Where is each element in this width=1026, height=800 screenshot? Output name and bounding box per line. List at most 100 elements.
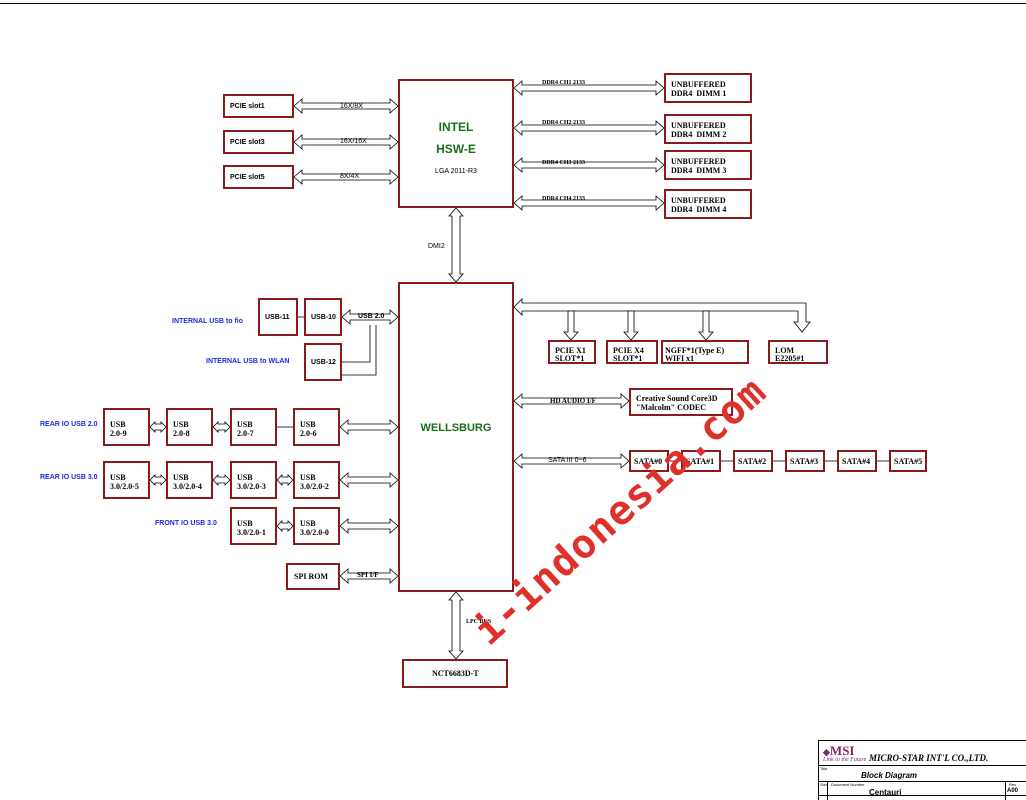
usb20-87-arrow (212, 421, 231, 433)
ddr-ch3-arrow (513, 157, 665, 173)
doc-value: Centauri (869, 788, 902, 797)
usb30-front-pch-arrow (339, 518, 399, 534)
nct-label: NCT6683D-T (432, 669, 479, 678)
usb30-pch-arrow (339, 472, 399, 488)
dimm1-line1: UNBUFFERED (671, 80, 726, 89)
usb20-9-l2: 2.0-9 (110, 429, 127, 438)
rev-label: Rev (1009, 782, 1017, 787)
cpu-box: INTEL HSW-E LGA 2011-R3 (398, 79, 514, 208)
pcie-slot3-label: PCIE slot3 (230, 138, 265, 146)
pcie-x1-line1: PCIE X1 (555, 346, 586, 355)
dimm4-line1: UNBUFFERED (671, 196, 726, 205)
rear-usb20-label: REAR IO USB 2.0 (40, 421, 98, 428)
lom-line1: LOM (775, 346, 795, 355)
usb20-9-l1: USB (110, 420, 126, 429)
lpc-bus-label: LPC BUS (466, 619, 492, 625)
dimm4-line2: DDR4 DIMM 4 (671, 205, 727, 214)
dimm3-box: UNBUFFERED DDR4 DIMM 3 (664, 150, 752, 180)
dimm2-line2: DDR4 DIMM 2 (671, 130, 727, 139)
dimm4-box: UNBUFFERED DDR4 DIMM 4 (664, 189, 752, 219)
sata3-label: SATA#3 (790, 456, 819, 466)
spi-rom-label: SPI ROM (294, 572, 328, 581)
sata-bus-label: SATA III 0~6 (548, 457, 587, 464)
cpu-name: INTEL (438, 120, 474, 134)
pcie-slot5-label: PCIE slot5 (230, 173, 265, 181)
usb20-8-l1: USB (173, 420, 189, 429)
usb30-3-l1: USB (237, 473, 253, 482)
sata1-label: SATA#1 (686, 456, 715, 466)
title-row: Title Block Diagram (819, 765, 1026, 780)
pcie-slot1-label: PCIE slot1 (230, 102, 265, 110)
pcie-x4-line2: SLOT*1 (613, 354, 643, 363)
usb12-label: USB-12 (311, 358, 336, 366)
ngff-drop (698, 310, 714, 341)
rev-value: A00 (1007, 788, 1019, 794)
dimm1-box: UNBUFFERED DDR4 DIMM 1 (664, 73, 752, 103)
msi-tagline: Link to the Future (823, 757, 867, 763)
usb30-4-l1: USB (173, 473, 189, 482)
sata0-box: SATA#0 (629, 450, 669, 472)
sata4-box: SATA#4 (837, 450, 877, 472)
ddr-ch1-label: DDR4 CH1 2133 (542, 80, 585, 86)
cpu-socket: LGA 2011-R3 (435, 168, 477, 175)
pcie-x1-line2: SLOT*1 (555, 354, 585, 363)
usb30-43-arrow (212, 474, 231, 486)
title-label: Title (820, 766, 828, 771)
usb11-label: USB-11 (265, 313, 290, 321)
pcie-x4-line1: PCIE X4 (613, 346, 644, 355)
ngff-line1: NGFF*1(Type E) (665, 346, 725, 355)
ddr-ch2-arrow (513, 120, 665, 136)
usb20-6-l1: USB (300, 420, 316, 429)
dimm2-box: UNBUFFERED DDR4 DIMM 2 (664, 114, 752, 144)
doc-row: Size Document Number Centauri Rev A00 (819, 781, 1026, 797)
pcie-x4-box: PCIE X4 SLOT*1 (606, 340, 658, 364)
doc-label: Document Number (831, 782, 865, 787)
usb20-8-l2: 2.0-8 (173, 429, 190, 438)
pcie-x1-box: PCIE X1 SLOT*1 (548, 340, 596, 364)
usb30-4-l2: 3.0/2.0-4 (173, 482, 202, 491)
dimm1-line2: DDR4 DIMM 1 (671, 89, 727, 98)
pcie-slot1-box: PCIE slot1 (223, 94, 294, 118)
dimm2-line1: UNBUFFERED (671, 121, 726, 130)
dmi-arrow (448, 207, 464, 283)
ddr-ch4-label: DDR4 CH4 2133 (542, 196, 585, 202)
internal-usb-fio-label: INTERNAL USB to fio (172, 318, 244, 325)
lom-line2: E2205#1 (775, 354, 805, 363)
pcie-bus-arrow (513, 298, 811, 333)
spi-bus-label: SPI I/F (357, 571, 379, 579)
ddr-ch2-label: DDR4 CH2 2133 (542, 120, 585, 126)
cpu-model: HSW-E (436, 142, 476, 156)
usb30-1-l2: 3.0/2.0-1 (237, 528, 266, 537)
pcie-x1-drop (563, 310, 579, 341)
usb30-5-l1: USB (110, 473, 126, 482)
dmi-label: DMI2 (428, 243, 445, 250)
usb10-label: USB-10 (311, 313, 336, 321)
usb20-bus-label: USB 2.0 (358, 313, 385, 320)
ddr-ch4-arrow (513, 195, 665, 211)
audio-line2: "Malcolm" CODEC (636, 403, 706, 412)
usb20-6-l2: 2.0-6 (300, 429, 317, 438)
usb12-link (342, 325, 377, 376)
msi-logo: ◆MSI (823, 743, 855, 758)
usb10-box: USB-10 (304, 298, 342, 336)
hd-audio-bus-label: HD AUDIO I/F (550, 397, 596, 405)
ngff-line2: WIFI x1 (665, 354, 695, 363)
usb12-box: USB-12 (304, 343, 342, 381)
internal-usb-wlan-label: INTERNAL USB to WLAN (206, 358, 290, 365)
company-name: MICRO-STAR INT'L CO.,LTD. (869, 753, 989, 763)
usb30-5-l2: 3.0/2.0-5 (110, 482, 139, 491)
rear-usb30-label: REAR IO USB 3.0 (40, 474, 98, 481)
dimm3-line1: UNBUFFERED (671, 157, 726, 166)
pcie-slot3-box: PCIE slot3 (223, 130, 294, 154)
ddr-ch1-arrow (513, 80, 665, 96)
usb30-3-l2: 3.0/2.0-3 (237, 482, 266, 491)
pcie-slot1-link: 16X/8X (340, 103, 363, 110)
